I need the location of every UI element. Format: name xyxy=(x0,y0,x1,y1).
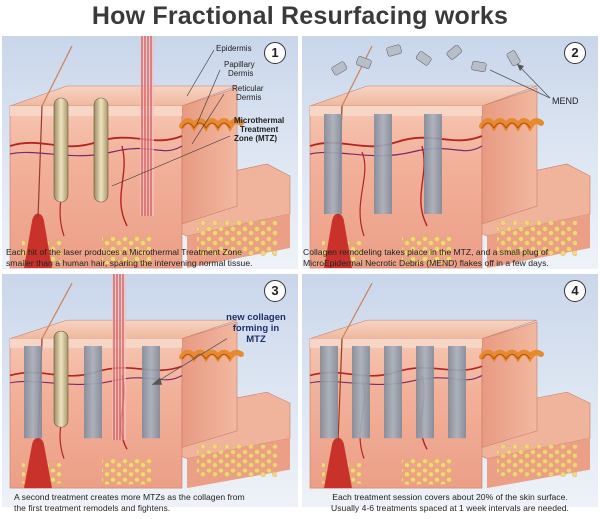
caption-3-line-1: A second treatment creates more MTZs as … xyxy=(14,492,245,502)
laser-beam xyxy=(140,36,154,216)
label-papillary-line2: Dermis xyxy=(228,69,254,78)
caption-2-line-2: MicroEpidermal Necrotic Debris (MEND) fl… xyxy=(303,258,549,268)
label-reticular-line2: Dermis xyxy=(236,93,262,102)
caption-1-line-1: Each hit of the laser produces a Microth… xyxy=(6,247,242,257)
caption-2: Collagen remodeling takes place in the M… xyxy=(303,247,599,269)
skin-diagram-2 xyxy=(302,36,598,269)
caption-4-line-1: Each treatment session covers about 20% … xyxy=(332,492,568,502)
caption-2-line-1: Collagen remodeling takes place in the M… xyxy=(303,247,549,257)
panel-3: 3 new collagen forming in MTZ xyxy=(2,274,298,507)
caption-3: A second treatment creates more MTZs as … xyxy=(14,492,310,514)
label-mtz-line1: Microthermal xyxy=(234,116,285,125)
label-new-collagen-line2: forming in xyxy=(232,323,280,334)
caption-4: Each treatment session covers about 20% … xyxy=(302,492,598,514)
label-mtz-line2: Treatment xyxy=(240,125,279,134)
step-number-badge: 1 xyxy=(264,42,286,64)
laser-beam xyxy=(112,274,126,441)
skin-diagram-3 xyxy=(2,274,298,489)
skin-diagram-4 xyxy=(302,274,598,489)
label-new-collagen-line3: MTZ xyxy=(246,334,266,345)
step-number-badge: 4 xyxy=(564,280,586,302)
caption-3-line-2: the first treatment remodels and fighten… xyxy=(14,503,171,513)
caption-4-line-2: Usually 4-6 treatments spaced at 1 week … xyxy=(331,503,569,513)
label-papillary-line1: Papillary xyxy=(224,60,255,69)
panel-4: 4 xyxy=(302,274,598,507)
panel-2: 2 MEND xyxy=(302,36,598,269)
panel-1: 1 Epidermis Papillary Dermis Reticular D… xyxy=(2,36,298,269)
label-new-collagen-line1: new collagen xyxy=(226,312,286,323)
step-number-badge: 3 xyxy=(264,280,286,302)
mend-flakes xyxy=(331,44,521,76)
skin-diagram-1 xyxy=(2,36,298,269)
label-reticular-line1: Reticular xyxy=(232,84,264,93)
caption-1-line-2: smaller than a human hair, sparing the i… xyxy=(6,258,253,268)
step-number-badge: 2 xyxy=(564,42,586,64)
caption-1: Each hit of the laser produces a Microth… xyxy=(6,247,302,269)
label-mtz-line3: Zone (MTZ) xyxy=(234,134,278,143)
page-title: How Fractional Resurfacing works xyxy=(91,2,509,30)
label-mend: MEND xyxy=(552,96,579,106)
label-epidermis: Epidermis xyxy=(216,44,252,53)
